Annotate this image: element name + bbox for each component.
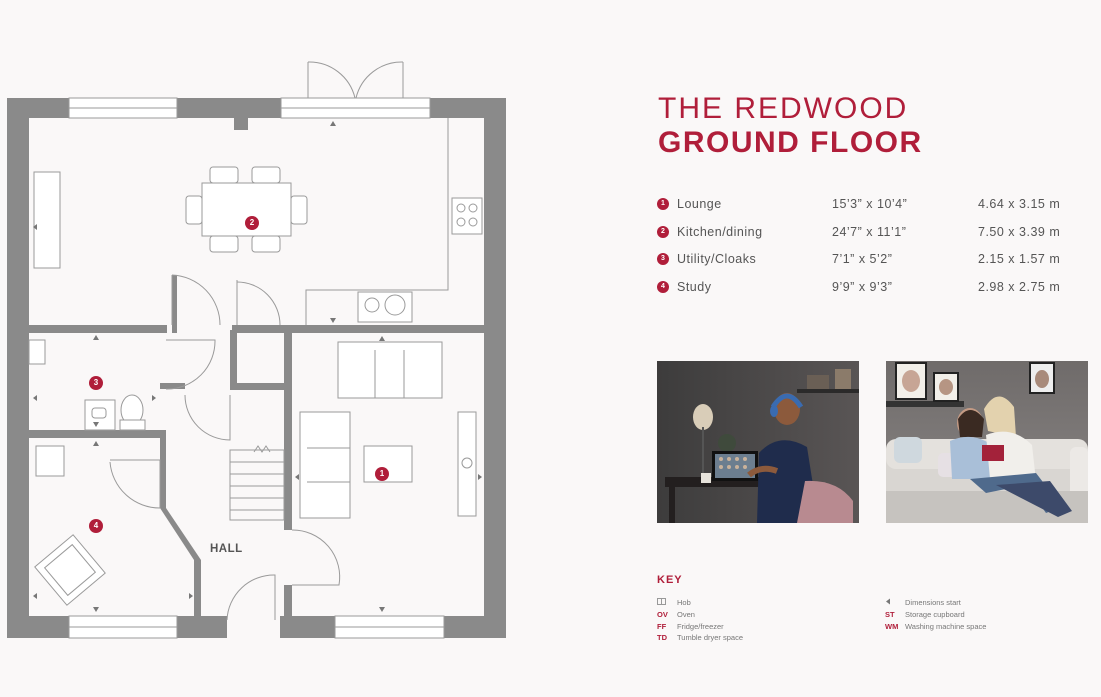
floor-plan	[7, 61, 506, 639]
key-code: FF	[657, 621, 667, 631]
room-marker-study: 4	[89, 519, 103, 533]
key-desc: Fridge/freezer	[677, 621, 724, 631]
hall-label: HALL	[210, 543, 243, 555]
study-photo	[657, 361, 859, 523]
house-name: THE REDWOOD	[658, 92, 909, 125]
key-title: KEY	[657, 574, 683, 586]
lounge-furniture	[299, 341, 477, 519]
room-name: Kitchen/dining	[677, 224, 763, 239]
floor-name: GROUND FLOOR	[658, 126, 923, 159]
key-desc: Tumble dryer space	[677, 633, 743, 643]
key-desc: Dimensions start	[905, 598, 961, 607]
room-number-badge: 1	[657, 198, 669, 210]
dimensions-arrow-icon	[885, 598, 903, 607]
key-code: ST	[885, 609, 895, 619]
room-metric: 4.64 x 3.15 m	[978, 197, 1061, 211]
windows	[68, 97, 445, 639]
room-row-kitchen: 2 Kitchen/dining 24’7” x 11’1” 7.50 x 3.…	[657, 223, 1077, 251]
key-desc: Hob	[677, 598, 691, 607]
dimension-arrows	[33, 121, 482, 612]
room-metric: 2.15 x 1.57 m	[978, 252, 1061, 266]
key-desc: Oven	[677, 609, 695, 619]
room-number-badge: 2	[657, 225, 669, 238]
key-desc: Storage cupboard	[905, 609, 965, 619]
room-imperial: 7’1” x 5’2”	[832, 252, 893, 266]
door-swings	[109, 274, 341, 621]
key-legend: KEY Hob OV Oven FF Fridge/freezer TD Tum…	[657, 574, 1077, 642]
room-name: Lounge	[677, 197, 722, 211]
page-title: THE REDWOOD GROUND FLOOR	[658, 92, 923, 160]
room-name: Utility/Cloaks	[677, 252, 757, 266]
room-imperial: 9’9” x 9’3”	[832, 279, 893, 294]
room-metric: 2.98 x 2.75 m	[978, 279, 1061, 294]
utility-fittings	[28, 339, 146, 431]
room-imperial: 15’3” x 10’4”	[832, 197, 908, 211]
kitchen-fittings	[33, 118, 483, 325]
study-furniture	[34, 445, 106, 606]
lounge-photo	[886, 361, 1088, 523]
interior-walls	[29, 275, 484, 620]
room-marker-kitchen: 2	[245, 216, 259, 230]
room-row-study: 4 Study 9’9” x 9’3” 2.98 x 2.75 m	[657, 278, 1077, 306]
room-number-badge: 3	[657, 253, 669, 265]
room-number-badge: 4	[657, 280, 669, 293]
room-name: Study	[677, 279, 712, 294]
key-code: OV	[657, 609, 668, 619]
room-row-lounge: 1 Lounge 15’3” x 10’4” 4.64 x 3.15 m	[657, 195, 1077, 223]
key-code: TD	[657, 633, 667, 643]
staircase	[229, 445, 285, 521]
room-marker-utility: 3	[89, 376, 103, 390]
room-dimensions-list: 1 Lounge 15’3” x 10’4” 4.64 x 3.15 m 2 K…	[657, 195, 1077, 305]
key-desc: Washing machine space	[905, 621, 987, 631]
outer-walls	[7, 98, 506, 638]
french-doors	[307, 61, 404, 99]
key-code: WM	[885, 621, 899, 631]
room-imperial: 24’7” x 11’1”	[832, 224, 907, 239]
room-metric: 7.50 x 3.39 m	[978, 224, 1061, 239]
room-row-utility: 3 Utility/Cloaks 7’1” x 5’2” 2.15 x 1.57…	[657, 250, 1077, 278]
hob-icon	[657, 598, 675, 607]
room-marker-lounge: 1	[375, 467, 389, 481]
